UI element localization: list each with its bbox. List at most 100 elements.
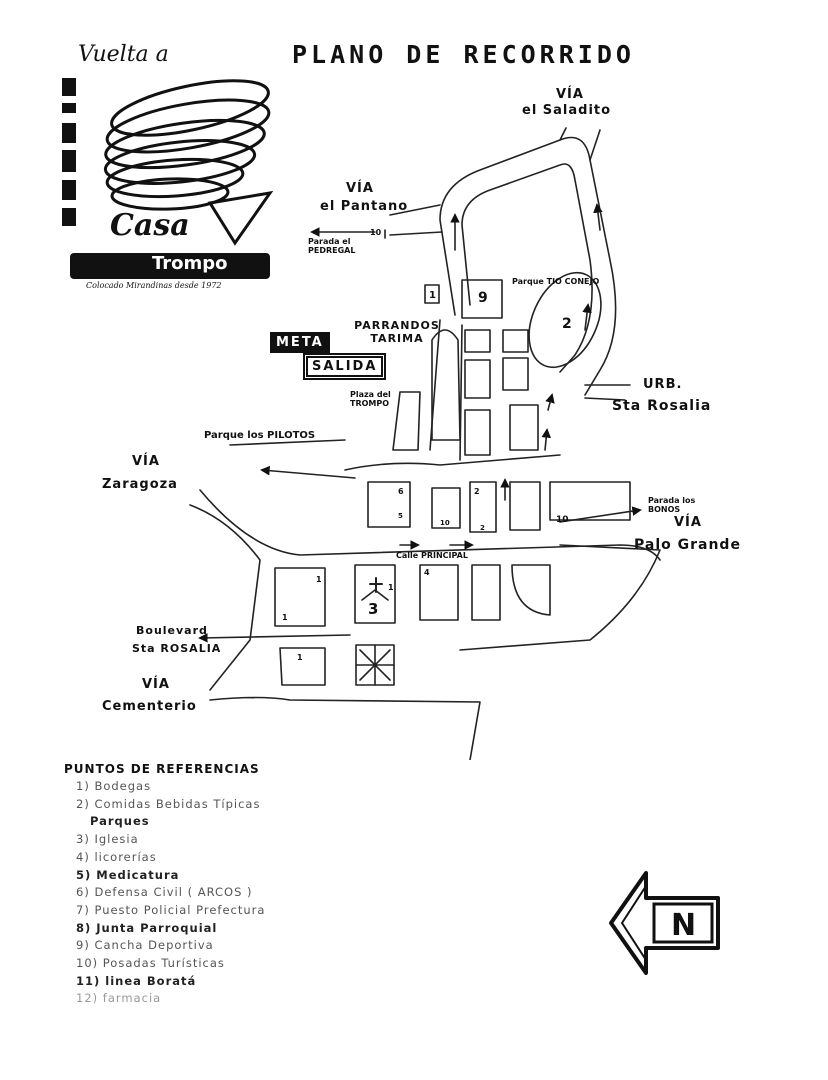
legend-title: PUNTOS DE REFERENCIAS bbox=[64, 762, 260, 776]
label-parque-tio-conejo: Parque TIO CONEJO bbox=[512, 277, 600, 286]
label-calle-principal: Calle PRINCIPAL bbox=[396, 551, 468, 560]
label-cementerio-via: VÍA bbox=[142, 677, 170, 692]
block-number: 10 bbox=[370, 228, 382, 237]
label-saladito: el Saladito bbox=[522, 103, 612, 118]
plaza-trompo-block bbox=[392, 391, 421, 451]
reference-legend: PUNTOS DE REFERENCIAS 1) Bodegas 2) Comi… bbox=[64, 762, 384, 1008]
calle-principal bbox=[199, 489, 661, 561]
block-number: 2 bbox=[480, 524, 485, 532]
legend-item: 6) Defensa Civil ( ARCOS ) bbox=[76, 885, 253, 900]
block-10-east bbox=[549, 481, 631, 521]
label-palo-grande: Palo Grande bbox=[634, 537, 741, 553]
block bbox=[469, 481, 497, 533]
legend-item: 2) Comidas Bebidas Típicas bbox=[76, 796, 261, 811]
block-1-large bbox=[274, 567, 326, 627]
block-1-south bbox=[279, 647, 326, 686]
legend-item: 5) Medicatura bbox=[76, 867, 180, 882]
label-parada-pedregal: Parada el PEDREGAL bbox=[308, 237, 356, 256]
north-letter: N bbox=[671, 908, 696, 943]
block-number: 5 bbox=[398, 512, 403, 520]
block-number: 4 bbox=[424, 568, 430, 577]
legend-item: Parques bbox=[90, 814, 150, 829]
block-number: 1 bbox=[316, 575, 322, 584]
logo-text-casa: Casa bbox=[110, 208, 190, 243]
route-arrow bbox=[545, 393, 555, 411]
block bbox=[464, 359, 491, 399]
road-saladito bbox=[559, 127, 601, 161]
road-zaragoza bbox=[189, 504, 261, 691]
north-arrow: N bbox=[606, 868, 726, 978]
block bbox=[509, 404, 539, 451]
block-number: 6 bbox=[398, 487, 404, 496]
legend-item: 3) Iglesia bbox=[76, 832, 139, 847]
block-quarter bbox=[511, 564, 551, 616]
label-zaragoza-via: VÍA bbox=[132, 454, 160, 469]
block-number: 2 bbox=[562, 316, 572, 332]
block-6 bbox=[367, 481, 411, 528]
block bbox=[464, 329, 491, 353]
label-zaragoza: Zaragoza bbox=[102, 477, 178, 492]
block-number: 10 bbox=[440, 519, 450, 527]
logo-text-trompo: Trompo bbox=[152, 253, 228, 274]
label-urb: URB. bbox=[643, 377, 683, 392]
parque-tio-conejo bbox=[528, 271, 602, 369]
legend-item: 1) Bodegas bbox=[76, 779, 152, 793]
block-number: 1 bbox=[297, 653, 303, 662]
label-parque-pilotos: Parque los PILOTOS bbox=[204, 430, 316, 441]
block-number: 1 bbox=[388, 583, 394, 592]
logo-text-since: Colocado Mirandinas desde 1972 bbox=[86, 281, 222, 290]
pointer-arrow bbox=[198, 633, 351, 643]
legend-item: 8) Junta Parroquial bbox=[76, 920, 218, 935]
loop-road-inner bbox=[461, 163, 593, 373]
logo-text-vuelta: Vuelta a bbox=[78, 42, 169, 67]
road-cementerio bbox=[209, 696, 481, 760]
road-west bbox=[344, 454, 561, 471]
tarima-shape bbox=[431, 329, 461, 441]
church-cross-icon bbox=[369, 577, 383, 593]
church-roof bbox=[361, 589, 389, 601]
block-1-north bbox=[424, 284, 440, 304]
block-number: 10 bbox=[556, 515, 569, 525]
label-cementerio: Cementerio bbox=[102, 699, 197, 714]
legend-item: 7) Puesto Policial Prefectura bbox=[76, 902, 266, 917]
block bbox=[471, 564, 501, 621]
label-sta-rosalia: Sta Rosalia bbox=[612, 398, 712, 414]
block-number: 3 bbox=[368, 600, 378, 618]
label-saladito-via: VÍA bbox=[556, 87, 584, 102]
label-parrandos-tarima: PARRANDOS TARIMA bbox=[354, 319, 440, 345]
legend-item: 11) linea Boratá bbox=[76, 973, 197, 988]
label-parada-bonos: Parada los BONOS bbox=[648, 496, 696, 515]
block-number: 2 bbox=[474, 487, 480, 496]
legend-item: 12) farmacia bbox=[76, 991, 162, 1006]
road-palo-grande bbox=[459, 544, 661, 651]
label-boulevard: Boulevard bbox=[136, 624, 208, 637]
pointer-arrow bbox=[260, 465, 356, 479]
route-map: 10 1 9 2 3 10 10 1 1 1 1 4 6 5 2 2 bbox=[189, 127, 661, 760]
block bbox=[431, 487, 461, 529]
road-sta-rosalia bbox=[584, 384, 631, 401]
road-pantano bbox=[384, 204, 443, 239]
plaza-grid bbox=[355, 644, 395, 686]
block bbox=[502, 329, 529, 353]
block-number: 1 bbox=[282, 613, 288, 622]
label-pantano: el Pantano bbox=[320, 199, 409, 214]
loop-road-outer bbox=[439, 136, 617, 396]
event-logo: Vuelta a Casa Trompo Colocado Mirandinas… bbox=[60, 38, 285, 300]
legend-item: 4) licorerías bbox=[76, 849, 157, 864]
legend-item: 10) Posadas Turísticas bbox=[76, 956, 225, 971]
block-church bbox=[354, 564, 396, 624]
block-number: 1 bbox=[429, 290, 436, 301]
pointer-arrow bbox=[229, 439, 346, 446]
block-number: 9 bbox=[478, 290, 488, 306]
meta-badge: META bbox=[270, 332, 330, 353]
north-arrow-icon: N bbox=[609, 871, 720, 975]
page-title: PLANO DE RECORRIDO bbox=[292, 40, 635, 69]
legend-item: 9) Cancha Deportiva bbox=[76, 938, 214, 953]
label-plaza-trompo: Plaza del TROMPO bbox=[350, 390, 391, 409]
route-arrow bbox=[541, 428, 552, 451]
pointer-arrow bbox=[559, 506, 642, 523]
spinning-top-logo-icon bbox=[62, 78, 274, 279]
block-4 bbox=[419, 564, 459, 621]
label-pantano-via: VÍA bbox=[346, 181, 374, 196]
block-9 bbox=[461, 279, 503, 319]
